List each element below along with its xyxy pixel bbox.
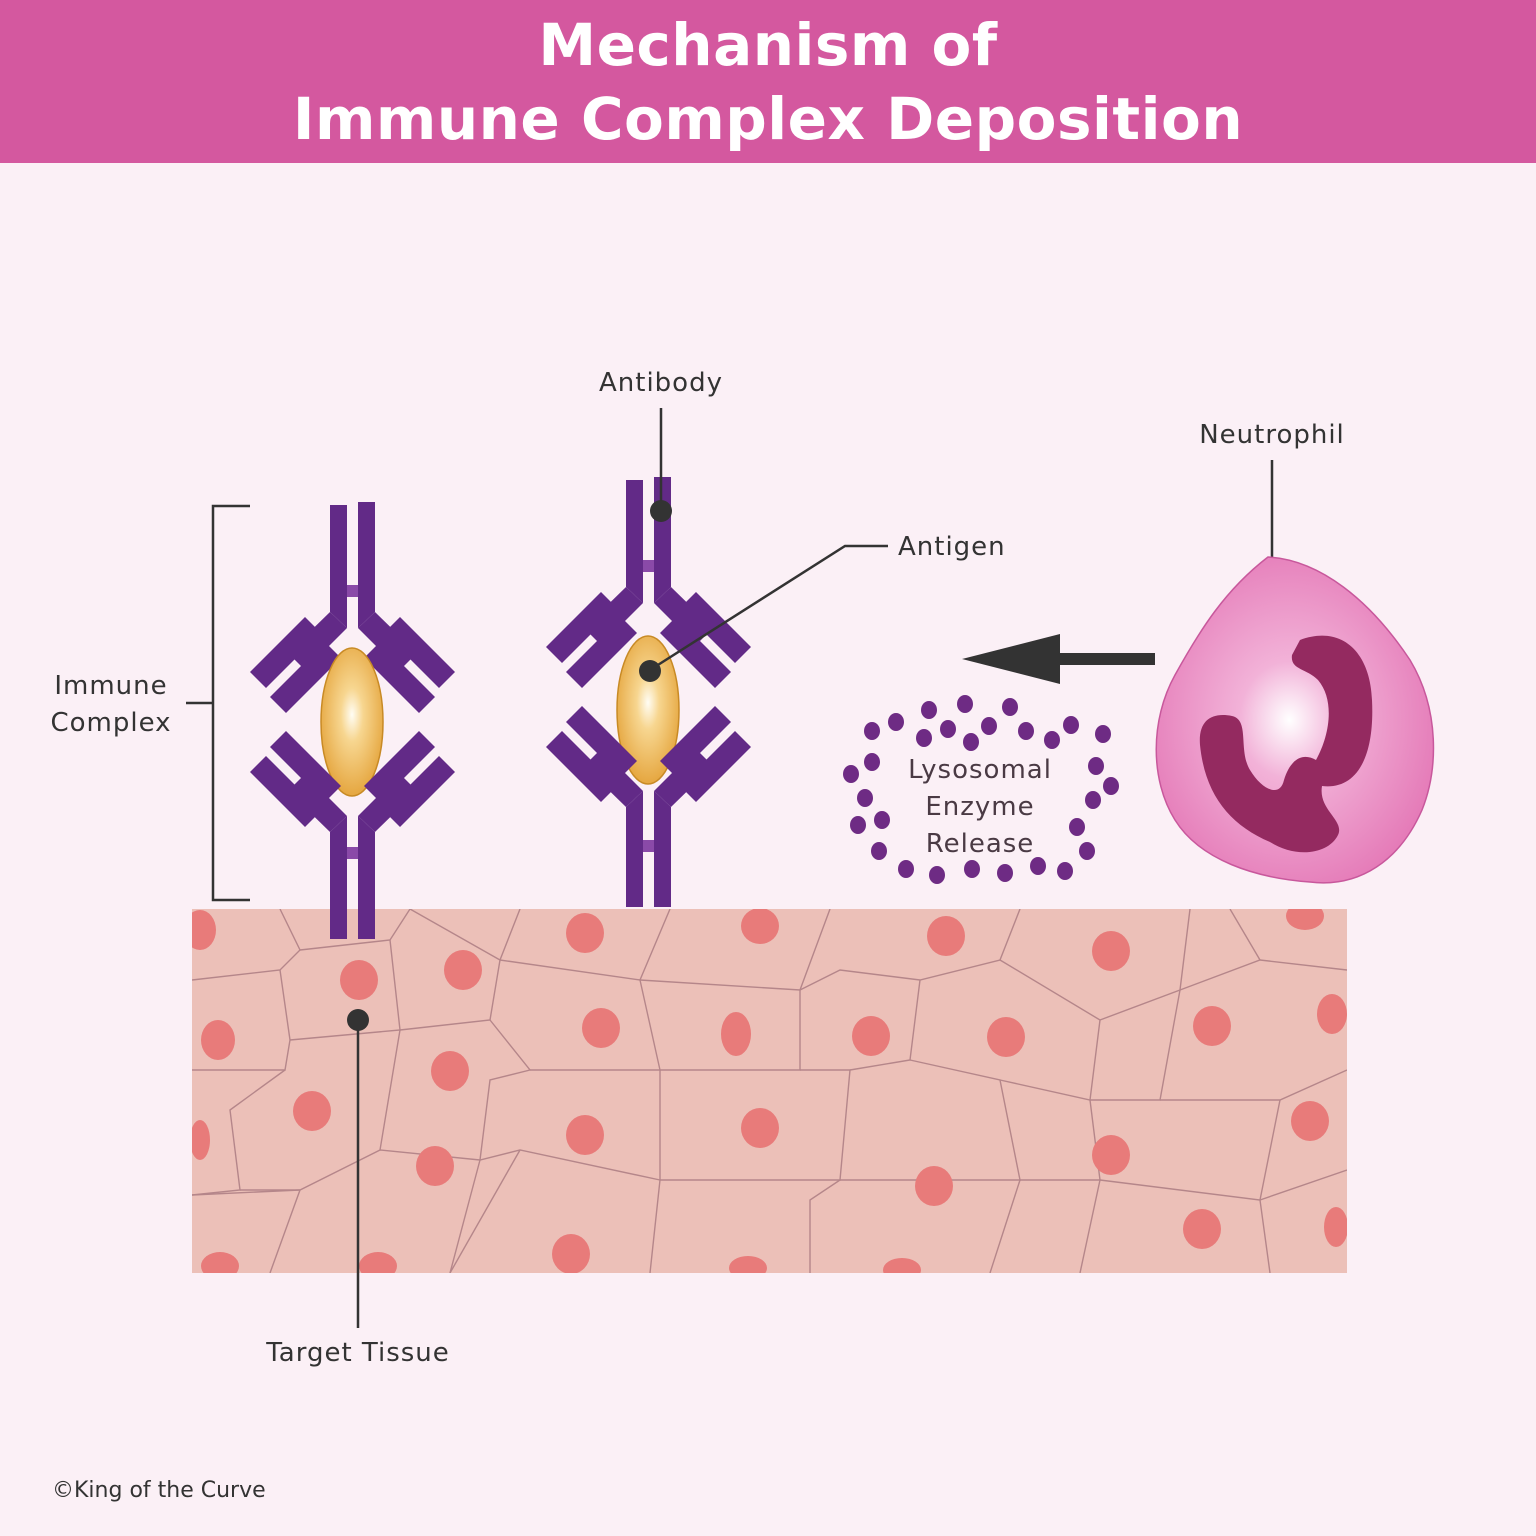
copyright-notice: ©King of the Curve [52,1478,266,1503]
neutrophil-icon [1156,557,1433,883]
lysosomal-label-2: Enzyme [925,792,1034,822]
lysosomal-label-1: Lysosomal [908,755,1052,785]
antibody-pointer-dot [650,500,672,522]
immune-complex-label-1: Immune [54,671,167,701]
immune-complex-1 [250,502,455,939]
lysosomal-label-3: Release [926,829,1035,859]
immune-complex-bracket [186,506,250,900]
antigen-icon [321,648,383,796]
immune-complex-label-2: Complex [50,708,171,738]
target-tissue-label: Target Tissue [265,1338,450,1368]
tissue-pointer-dot [347,1009,369,1031]
antibody-label: Antibody [599,368,723,398]
antigen-pointer-dot [639,660,661,682]
neutrophil-label: Neutrophil [1199,420,1345,450]
arrow-left-icon [962,634,1155,684]
antigen-label: Antigen [898,532,1006,562]
